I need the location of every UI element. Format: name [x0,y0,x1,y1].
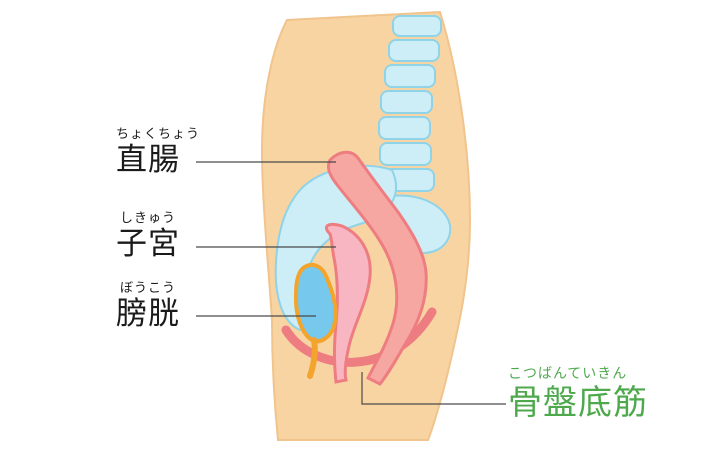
pelvic-floor-label: 骨盤底筋 [508,383,648,423]
bladder-reading: ぼうこう [120,281,177,296]
bladder-label: 膀胱 [116,296,180,332]
urethra [307,337,318,379]
pelvic-floor-leader-line [361,372,506,405]
uterus-label: 子宮 [116,226,180,262]
rectum-reading: ちょくちょう [116,127,201,142]
uterus [325,222,372,384]
rectum-label: 直腸 [116,142,180,178]
bladder [293,263,338,344]
rectum [326,150,428,386]
pelvic-floor-reading: こつばんていきん [508,366,628,382]
pelvic-floor-muscle [281,307,437,367]
uterus-reading: しきゅう [120,211,177,226]
